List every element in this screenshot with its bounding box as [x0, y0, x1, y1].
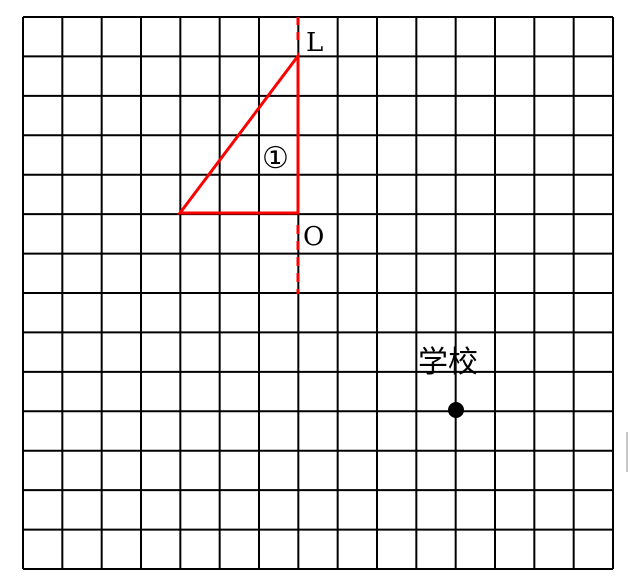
- grid-lines: [22, 16, 614, 570]
- edge-mark: [626, 432, 632, 472]
- label-o: O: [303, 222, 324, 252]
- school-point: [448, 402, 464, 418]
- school-label: 学校: [418, 345, 478, 380]
- label-l: L: [306, 28, 323, 58]
- triangle-label: ①: [262, 141, 289, 176]
- triangle-shape: [176, 51, 300, 215]
